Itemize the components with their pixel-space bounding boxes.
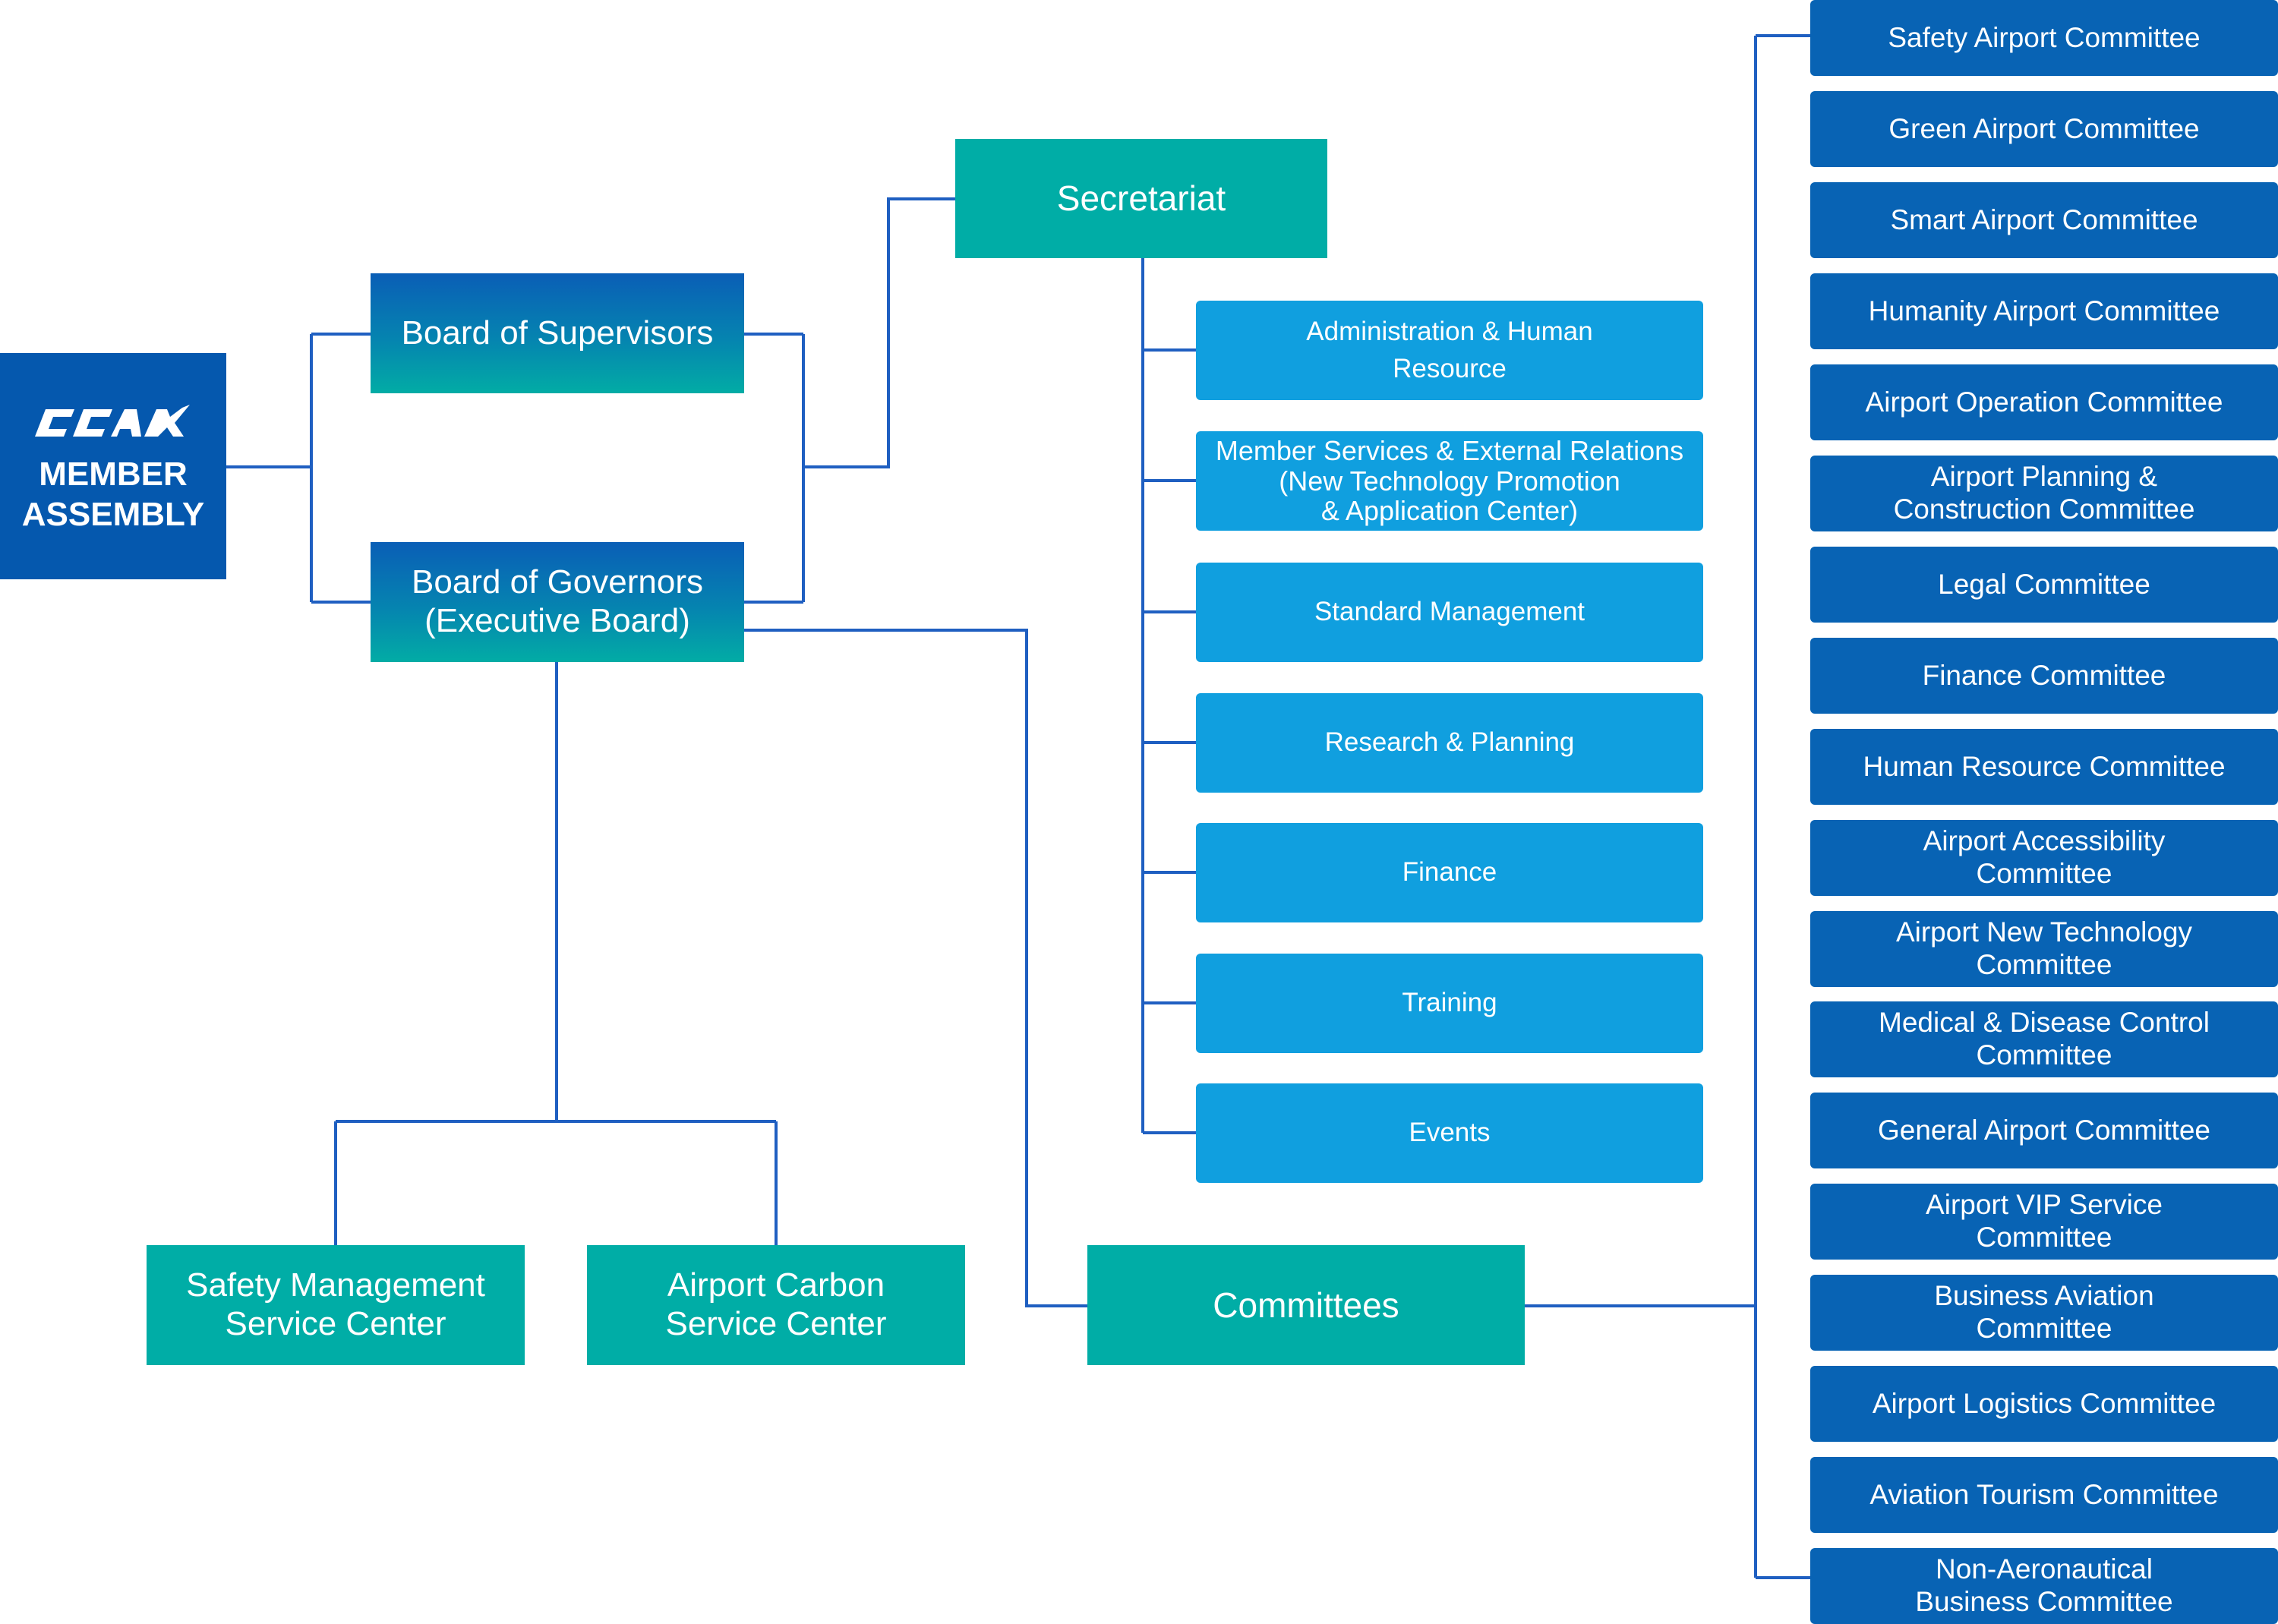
- committee-label: Committee: [1976, 1222, 2112, 1253]
- department-line: Finance: [1402, 857, 1497, 888]
- department-standard-management: Standard Management: [1196, 563, 1703, 662]
- committee-item: Legal Committee: [1810, 547, 2278, 623]
- department-events: Events: [1196, 1083, 1703, 1183]
- connector-governors-committees: [744, 629, 1087, 1307]
- committee-label: Airport Logistics Committee: [1872, 1387, 2216, 1419]
- board-of-supervisors-box: Board of Supervisors: [371, 273, 744, 393]
- committee-label: Green Airport Committee: [1888, 112, 2200, 144]
- committee-label: Non-Aeronautical: [1936, 1553, 2153, 1585]
- committee-item: Airport Operation Committee: [1810, 364, 2278, 440]
- committee-label: Airport Accessibility: [1923, 825, 2166, 857]
- committee-item: General Airport Committee: [1810, 1093, 2278, 1168]
- committee-label: Airport VIP Service: [1926, 1189, 2163, 1221]
- department-line: Standard Management: [1314, 597, 1585, 627]
- committee-item: Safety Airport Committee: [1810, 0, 2278, 76]
- department-finance: Finance: [1196, 823, 1703, 922]
- committee-label: Airport New Technology: [1895, 916, 2193, 948]
- member-assembly-line-2: ASSEMBLY: [21, 496, 205, 533]
- committee-item: Human Resource Committee: [1810, 729, 2278, 805]
- committee-label: Airport Planning &: [1930, 461, 2158, 493]
- committee-item: Airport Logistics Committee: [1810, 1366, 2278, 1442]
- committee-label: Smart Airport Committee: [1890, 203, 2198, 235]
- connector-boards-secretariat: [744, 197, 955, 604]
- organization-logo-icon: [35, 405, 190, 437]
- committee-label: Business Committee: [1915, 1586, 2173, 1617]
- committee-label: Safety Airport Committee: [1888, 21, 2201, 53]
- committee-label: Committee: [1976, 1313, 2112, 1344]
- committee-item: Aviation Tourism Committee: [1810, 1457, 2278, 1533]
- committees-label: Committees: [1213, 1285, 1399, 1325]
- committee-item: Finance Committee: [1810, 638, 2278, 714]
- department-line: Administration & Human: [1306, 317, 1593, 347]
- committee-item: Green Airport Committee: [1810, 91, 2278, 167]
- committee-label: Construction Committee: [1893, 494, 2195, 525]
- committee-label: Medical & Disease Control: [1879, 1007, 2210, 1039]
- committee-label: Business Aviation: [1934, 1280, 2154, 1312]
- committee-label: Committee: [1976, 858, 2112, 889]
- service-center-line: Service Center: [225, 1305, 446, 1342]
- safety-management-service-center-box: Safety Management Service Center: [147, 1245, 525, 1365]
- department-training: Training: [1196, 954, 1703, 1053]
- committees-box: Committees: [1087, 1245, 1525, 1365]
- committee-label: Finance Committee: [1922, 659, 2166, 691]
- committee-label: Aviation Tourism Committee: [1869, 1478, 2219, 1510]
- committee-label: Legal Committee: [1938, 568, 2150, 600]
- department-line: Research & Planning: [1324, 727, 1575, 758]
- committee-item: Smart Airport Committee: [1810, 182, 2278, 258]
- committee-label: Airport Operation Committee: [1865, 386, 2223, 418]
- connector-assembly-boards: [226, 333, 371, 604]
- department-line: (New Technology Promotion: [1279, 465, 1620, 497]
- department-line: Training: [1402, 988, 1497, 1018]
- secretariat-box: Secretariat: [955, 139, 1327, 258]
- committee-item: Airport Planning &Construction Committee: [1810, 456, 2278, 531]
- connector-committees-list: [1525, 34, 1810, 1579]
- department-line: & Application Center): [1320, 495, 1579, 527]
- department-administration-human-resource: Administration & Human Resource: [1196, 301, 1703, 400]
- member-assembly-line-1: MEMBER: [39, 456, 188, 494]
- department-member-services-external-relations: Member Services & External Relations (Ne…: [1196, 431, 1703, 531]
- department-research-planning: Research & Planning: [1196, 693, 1703, 793]
- committee-label: General Airport Committee: [1877, 1114, 2210, 1146]
- department-line: Events: [1409, 1118, 1491, 1148]
- connector-secretariat-departments: [1141, 258, 1196, 1134]
- board-of-governors-box: Board of Governors (Executive Board): [371, 542, 744, 662]
- committee-item: Humanity Airport Committee: [1810, 273, 2278, 349]
- committee-label: Humanity Airport Committee: [1868, 295, 2220, 326]
- board-of-governors-line-2: (Executive Board): [424, 602, 690, 639]
- airport-carbon-service-center-box: Airport Carbon Service Center: [587, 1245, 965, 1365]
- secretariat-label: Secretariat: [1056, 178, 1226, 219]
- committee-label: Human Resource Committee: [1863, 750, 2226, 782]
- service-center-line: Safety Management: [186, 1266, 485, 1304]
- department-line: Member Services & External Relations: [1215, 435, 1684, 467]
- board-of-governors-line-1: Board of Governors: [412, 563, 703, 601]
- service-center-line: Service Center: [665, 1305, 887, 1342]
- department-line: Resource: [1393, 353, 1507, 383]
- board-of-supervisors-label: Board of Supervisors: [401, 314, 714, 352]
- committee-label: Committee: [1976, 949, 2112, 980]
- member-assembly-box: MEMBER ASSEMBLY: [0, 353, 226, 579]
- service-center-line: Airport Carbon: [667, 1266, 885, 1304]
- committee-label: Committee: [1976, 1039, 2112, 1071]
- connector-governors-centers: [334, 662, 778, 1245]
